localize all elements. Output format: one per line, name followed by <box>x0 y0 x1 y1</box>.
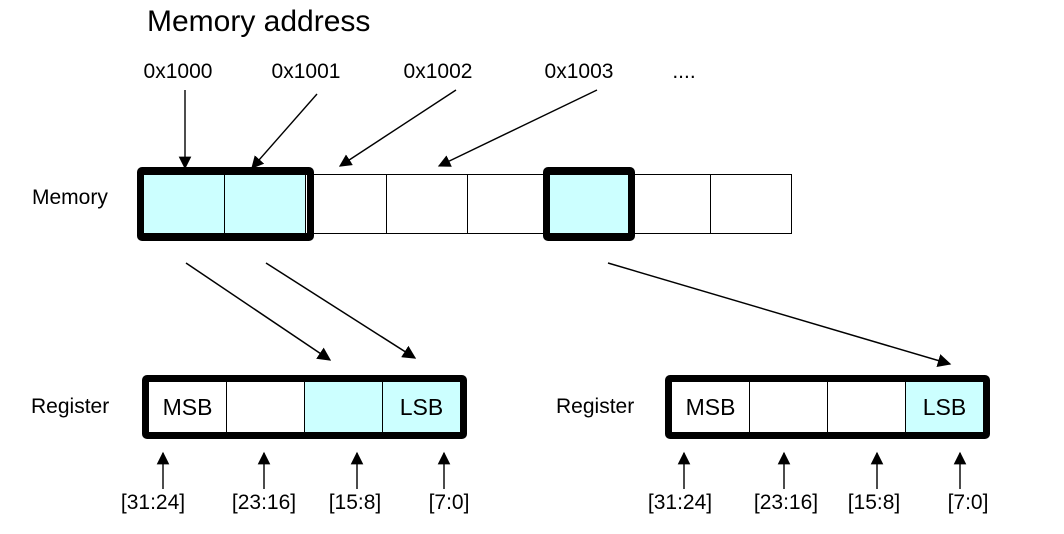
arrow-addr-0x1003 <box>437 89 598 167</box>
address-label-0x1001: 0x1001 <box>271 60 341 83</box>
memory-row <box>143 174 792 234</box>
arrow-load-byte1 <box>265 262 417 359</box>
arrow-load-byte5 <box>607 262 952 368</box>
register-right-cell-0: MSB <box>672 382 750 432</box>
bit-range-label-left-2: [15:8] <box>328 491 382 514</box>
bit-range-label-left-3: [7:0] <box>428 491 470 514</box>
diagram-title: Memory address <box>147 5 371 38</box>
memory-cell-4 <box>468 174 549 234</box>
register-right-cell-3: LSB <box>906 382 983 432</box>
register-cell-text: MSB <box>685 393 736 420</box>
register-left-cell-0: MSB <box>149 382 227 432</box>
register-cell-text: LSB <box>399 393 444 420</box>
arrow-addr-0x1002 <box>338 89 457 167</box>
register-cell-text: LSB <box>922 393 967 420</box>
memory-cell-3 <box>387 174 468 234</box>
memory-label: Memory <box>32 186 108 209</box>
register-right: MSB LSB <box>665 375 990 439</box>
register-left-label: Register <box>31 395 110 418</box>
arrow-addr-0x1001 <box>251 93 318 169</box>
memory-cell-0 <box>143 174 225 234</box>
arrow-load-byte0 <box>185 262 332 361</box>
memory-cell-5 <box>549 174 630 234</box>
register-left-cell-3: LSB <box>383 382 460 432</box>
memory-cell-7 <box>711 174 792 234</box>
bit-range-label-left-1: [23:16] <box>231 491 297 514</box>
register-right-cell-2 <box>828 382 906 432</box>
register-right-cell-1 <box>750 382 828 432</box>
address-label-0x1000: 0x1000 <box>143 60 213 83</box>
bit-range-label-right-1: [23:16] <box>753 491 819 514</box>
bit-range-label-right-0: [31:24] <box>647 491 713 514</box>
bit-range-label-right-2: [15:8] <box>847 491 901 514</box>
memory-cell-2 <box>306 174 387 234</box>
register-right-label: Register <box>556 395 635 418</box>
register-left: MSB LSB <box>142 375 467 439</box>
register-cell-text: MSB <box>162 393 213 420</box>
memory-cell-1 <box>225 174 306 234</box>
bit-range-label-right-3: [7:0] <box>947 491 989 514</box>
address-label-0x1003: 0x1003 <box>544 60 614 83</box>
address-label-0x1002: 0x1002 <box>403 60 473 83</box>
bit-range-label-left-0: [31:24] <box>120 491 186 514</box>
register-left-cell-2 <box>305 382 383 432</box>
memory-cell-6 <box>630 174 711 234</box>
register-left-cell-1 <box>227 382 305 432</box>
address-ellipsis: .... <box>672 60 696 83</box>
